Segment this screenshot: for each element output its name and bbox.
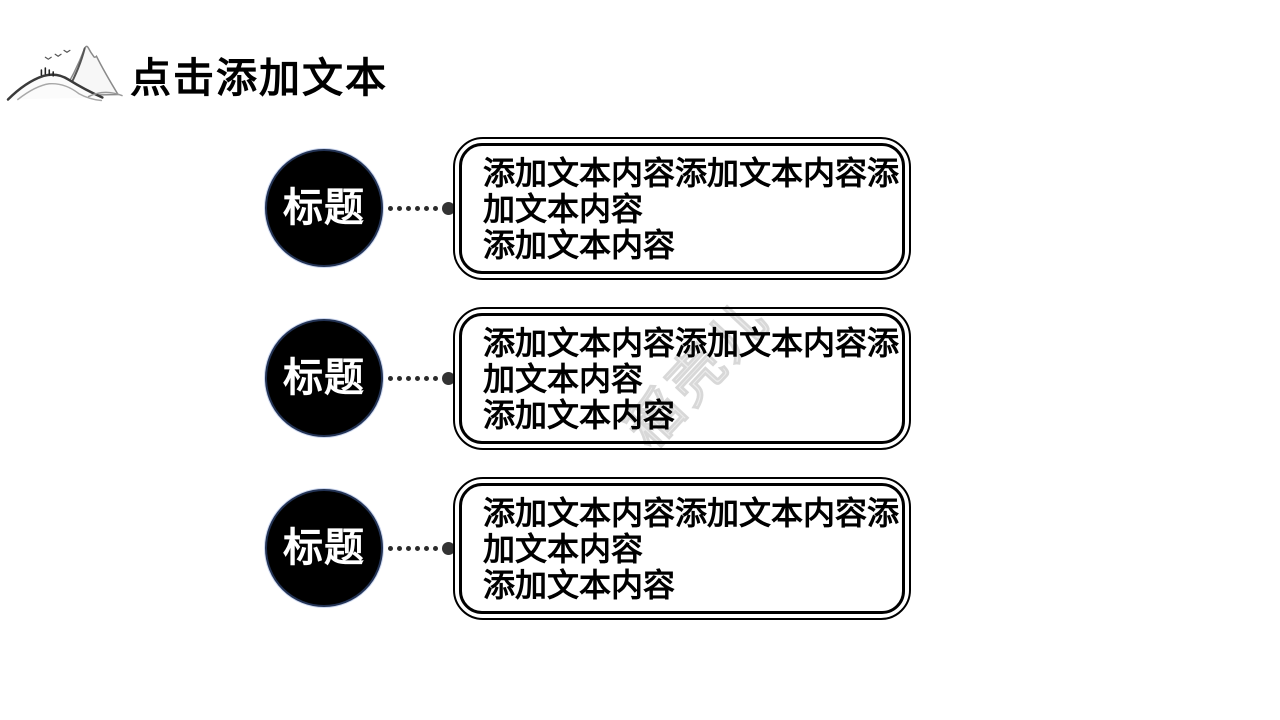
content-box[interactable]: 添加文本内容添加文本内容添加文本内容 添加文本内容	[453, 477, 911, 620]
content-box-inner: 添加文本内容添加文本内容添加文本内容 添加文本内容	[459, 143, 905, 274]
connector-dot	[388, 206, 393, 211]
mountain-ink-logo-icon	[6, 45, 123, 102]
title-circle-label[interactable]: 标题	[283, 186, 365, 230]
title-circle[interactable]: 标题	[265, 319, 383, 437]
content-box[interactable]: 添加文本内容添加文本内容添加文本内容 添加文本内容	[453, 307, 911, 450]
title-circle[interactable]: 标题	[265, 149, 383, 267]
title-circle[interactable]: 标题	[265, 489, 383, 607]
connector-dot	[406, 546, 411, 551]
slide-title[interactable]: 点击添加文本	[130, 55, 388, 101]
connector-dot	[415, 376, 420, 381]
content-text[interactable]: 添加文本内容	[483, 566, 676, 603]
content-text[interactable]: 添加文本内容	[483, 396, 676, 433]
connector-dot	[415, 546, 420, 551]
connector-dot	[388, 376, 393, 381]
connector-dot	[424, 206, 429, 211]
connector-dot	[388, 546, 393, 551]
row: 标题 添加文本内容添加文本内容添加文本内容 添加文本内容	[0, 307, 1280, 450]
title-circle-label[interactable]: 标题	[283, 526, 365, 570]
connector-dot	[397, 546, 402, 551]
connector-dot	[433, 206, 438, 211]
connector-dot	[406, 206, 411, 211]
content-text[interactable]: 添加文本内容添加文本内容添加文本内容	[483, 324, 900, 397]
connector-dot	[415, 206, 420, 211]
content-box-inner: 添加文本内容添加文本内容添加文本内容 添加文本内容	[459, 483, 905, 614]
dotted-connector	[388, 477, 455, 620]
connector-dot	[406, 376, 411, 381]
connector-end-dot	[442, 202, 455, 215]
connector-end-dot	[442, 372, 455, 385]
connector-dot	[424, 546, 429, 551]
dotted-connector	[388, 307, 455, 450]
content-box-inner: 添加文本内容添加文本内容添加文本内容 添加文本内容	[459, 313, 905, 444]
content-text[interactable]: 添加文本内容添加文本内容添加文本内容	[483, 154, 900, 227]
connector-dot	[433, 376, 438, 381]
connector-dot	[433, 546, 438, 551]
title-circle-label[interactable]: 标题	[283, 356, 365, 400]
connector-dot	[397, 206, 402, 211]
connector-dot	[397, 376, 402, 381]
row: 标题 添加文本内容添加文本内容添加文本内容 添加文本内容	[0, 137, 1280, 280]
content-text[interactable]: 添加文本内容	[483, 226, 676, 263]
content-text[interactable]: 添加文本内容添加文本内容添加文本内容	[483, 494, 900, 567]
row: 标题 添加文本内容添加文本内容添加文本内容 添加文本内容	[0, 477, 1280, 620]
dotted-connector	[388, 137, 455, 280]
connector-dot	[424, 376, 429, 381]
connector-end-dot	[442, 542, 455, 555]
content-box[interactable]: 添加文本内容添加文本内容添加文本内容 添加文本内容	[453, 137, 911, 280]
